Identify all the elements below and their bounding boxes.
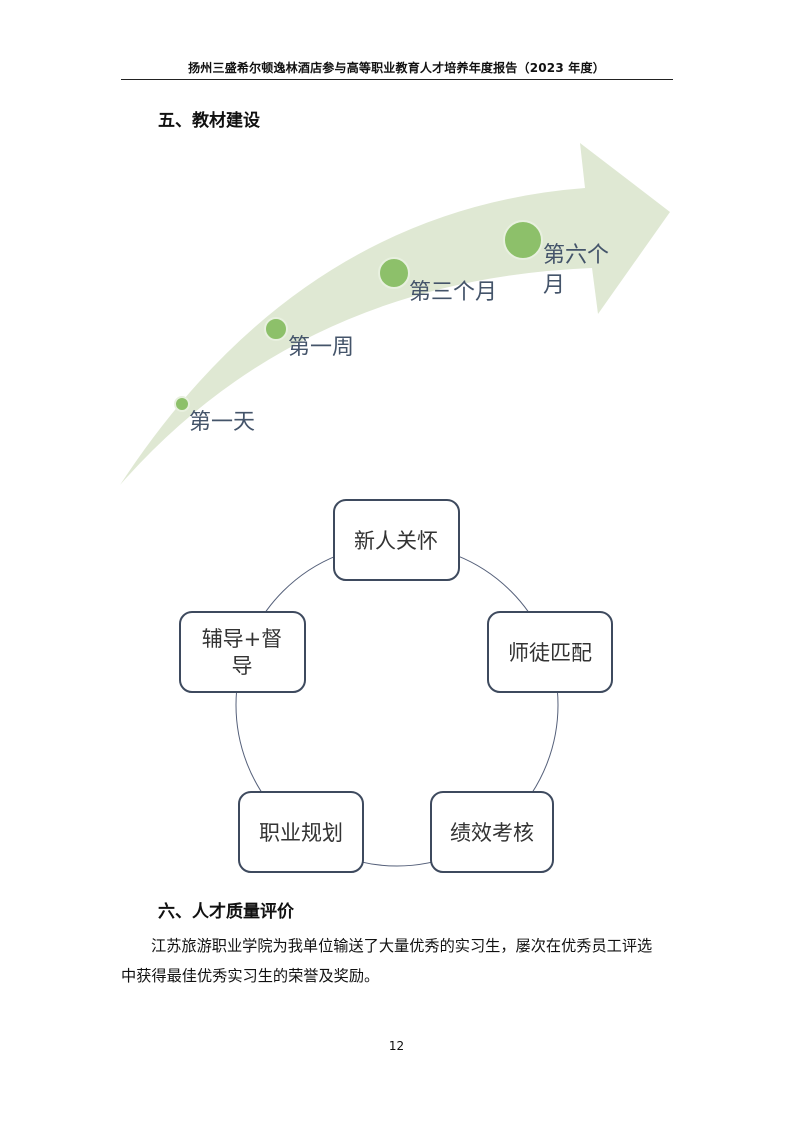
paragraph-line-1: 江苏旅游职业学院为我单位输送了大量优秀的实习生，屡次在优秀员工评选: [151, 937, 653, 955]
stage-label-week1: 第一周: [288, 335, 354, 360]
cycle-diagram: 新人关怀 师徒匹配 绩效考核 职业规划 辅导+督 导: [179, 499, 613, 873]
report-header: 扬州三盛希尔顿逸林酒店参与高等职业教育人才培养年度报告（2023 年度）: [188, 61, 605, 75]
stage-label-month6: 第六个: [543, 243, 609, 268]
section-title-textbook: 五、教材建设: [158, 111, 260, 131]
cycle-label-care: 新人关怀: [354, 529, 438, 553]
stage-label-month6-cont: 月: [543, 273, 565, 298]
timeline-diagram: 第一天 第一周 第三个月 第六个 月: [120, 143, 670, 485]
stage-dot-month6: [503, 220, 543, 260]
cycle-node-career: [238, 791, 364, 873]
stage-dot-week1: [264, 317, 288, 341]
cycle-node-performance: [430, 791, 554, 873]
section-title-talent-quality: 六、人才质量评价: [158, 902, 294, 922]
talent-quality-paragraph: 江苏旅游职业学院为我单位输送了大量优秀的实习生，屡次在优秀员工评选 中获得最佳优…: [121, 931, 677, 991]
stage-label-day1: 第一天: [189, 410, 255, 435]
stage-dot-month3: [378, 257, 410, 289]
cycle-label-coaching-cont: 导: [232, 654, 253, 678]
cycle-label-mentor-match: 师徒匹配: [508, 641, 592, 665]
cycle-label-career: 职业规划: [259, 821, 343, 845]
paragraph-line-2: 中获得最佳优秀实习生的荣誉及奖励。: [121, 967, 380, 985]
stage-dot-day1: [174, 396, 190, 412]
cycle-node-mentor-match: [487, 611, 613, 693]
cycle-label-performance: 绩效考核: [450, 821, 534, 845]
cycle-node-coaching: [179, 611, 306, 693]
header-rule: [121, 79, 673, 80]
stage-label-month3: 第三个月: [409, 280, 497, 305]
page-number: 12: [388, 1039, 405, 1053]
cycle-node-care: [333, 499, 460, 581]
cycle-label-coaching: 辅导+督: [202, 627, 283, 651]
